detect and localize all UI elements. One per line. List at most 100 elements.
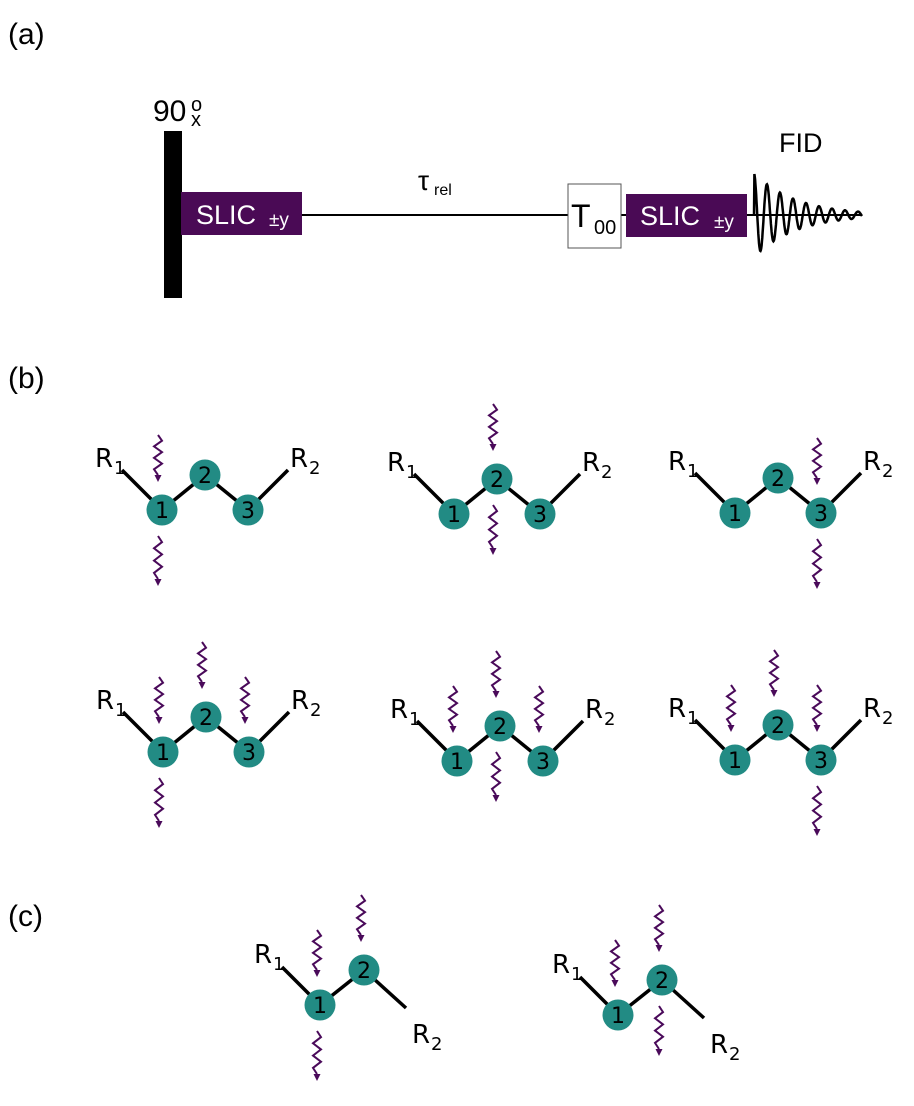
wavy-arrow-above-atom-1: [447, 685, 459, 733]
atom-2: [481, 463, 513, 495]
t00-filter-box: [567, 183, 622, 249]
wavy-arrow-below-atom-1: [153, 777, 165, 828]
r2-label: R: [863, 694, 881, 724]
atom-2: [762, 462, 794, 494]
wavy-arrow-above-atom-2: [487, 403, 499, 451]
wavy-arrow-above-atom-2: [490, 650, 502, 698]
r1-subscript: 1: [115, 700, 126, 721]
atom-label: 2: [771, 714, 785, 739]
atom-label: 2: [198, 464, 212, 489]
pulse-phase: x: [191, 109, 201, 131]
r1-subscript: 1: [687, 461, 698, 482]
atom-3: [805, 744, 837, 776]
atom-label: 3: [536, 750, 550, 775]
r2-label: R: [291, 686, 309, 716]
atom-1: [719, 744, 751, 776]
wavy-arrow-below-atom-2: [487, 504, 499, 555]
r1-label: R: [552, 950, 570, 980]
slic-1-label: SLIC: [196, 200, 256, 230]
wavy-arrow-above-atom-2: [196, 641, 208, 689]
delay-subscript: rel: [434, 182, 452, 199]
r1-label: R: [668, 694, 686, 724]
r1-subscript: 1: [406, 462, 417, 483]
wavy-arrow-above-atom-2: [653, 904, 665, 952]
atom-2: [190, 701, 222, 733]
slic-block-1: [181, 192, 302, 235]
fid-waveform: [752, 173, 864, 253]
slic-2-label: SLIC: [640, 201, 700, 231]
r1-subscript: 1: [273, 954, 284, 975]
r2-subscript: 2: [431, 1034, 442, 1055]
atom-label: 2: [357, 959, 371, 984]
wavy-arrow-below-atom-1: [311, 1030, 323, 1081]
wavy-arrow-above-atom-1: [311, 929, 323, 977]
atom-2: [646, 964, 678, 996]
atom-label: 1: [155, 499, 169, 524]
r2-label: R: [710, 1030, 728, 1060]
r1-label: R: [668, 447, 686, 477]
r1-label: R: [95, 444, 113, 474]
r1-subscript: 1: [409, 709, 420, 730]
atom-label: 2: [490, 468, 504, 493]
atom-1: [602, 999, 634, 1031]
wavy-arrow-above-atom-2: [355, 894, 367, 942]
atom-1: [146, 494, 178, 526]
atom-label: 3: [241, 499, 255, 524]
wavy-arrow-below-atom-1: [152, 535, 164, 586]
r2-subscript: 2: [601, 462, 612, 483]
atom-1: [438, 498, 470, 530]
panel-a: (a) 90 o x SLIC ±y τ rel T 00 SLIC ±y FI…: [8, 18, 864, 298]
atom-label: 2: [771, 467, 785, 492]
wavy-arrow-above-atom-3: [239, 676, 251, 724]
atom-3: [524, 498, 556, 530]
wavy-arrow-above-atom-3: [533, 685, 545, 733]
r2-subscript: 2: [882, 461, 893, 482]
atom-label: 1: [728, 502, 742, 527]
slic-block-2: [626, 194, 747, 237]
atom-label: 3: [814, 749, 828, 774]
r2-subscript: 2: [882, 708, 893, 729]
pulse-degree: o: [191, 94, 202, 116]
atom-3: [233, 736, 265, 768]
wavy-arrow-above-atom-1: [153, 676, 165, 724]
atom-2: [348, 954, 380, 986]
r2-subscript: 2: [310, 700, 321, 721]
fid-label: FID: [779, 128, 823, 158]
atom-3: [232, 494, 264, 526]
r1-label: R: [96, 686, 114, 716]
r2-label: R: [582, 448, 600, 478]
r2-subscript: 2: [309, 458, 320, 479]
t00-subscript: 00: [594, 217, 616, 239]
atom-label: 3: [533, 503, 547, 528]
atom-2: [189, 459, 221, 491]
atom-label: 2: [655, 969, 669, 994]
atom-label: 3: [242, 741, 256, 766]
r1-subscript: 1: [571, 964, 582, 985]
t00-label: T: [571, 198, 591, 234]
r2-subscript: 2: [729, 1044, 740, 1065]
r1-subscript: 1: [114, 458, 125, 479]
atom-3: [805, 497, 837, 529]
wavy-arrow-below-atom-3: [811, 785, 823, 836]
pulse-angle: 90: [153, 95, 186, 128]
atom-3: [527, 745, 559, 777]
atom-label: 3: [814, 502, 828, 527]
wavy-arrow-above-atom-2: [768, 649, 780, 697]
r1-label: R: [387, 448, 405, 478]
wavy-arrow-below-atom-3: [811, 538, 823, 589]
atom-2: [484, 710, 516, 742]
wavy-arrow-above-atom-1: [725, 684, 737, 732]
atom-2: [762, 709, 794, 741]
r1-subscript: 1: [687, 708, 698, 729]
wavy-arrow-above-atom-3: [811, 437, 823, 485]
wavy-arrow-above-atom-3: [811, 684, 823, 732]
r2-label: R: [290, 444, 308, 474]
